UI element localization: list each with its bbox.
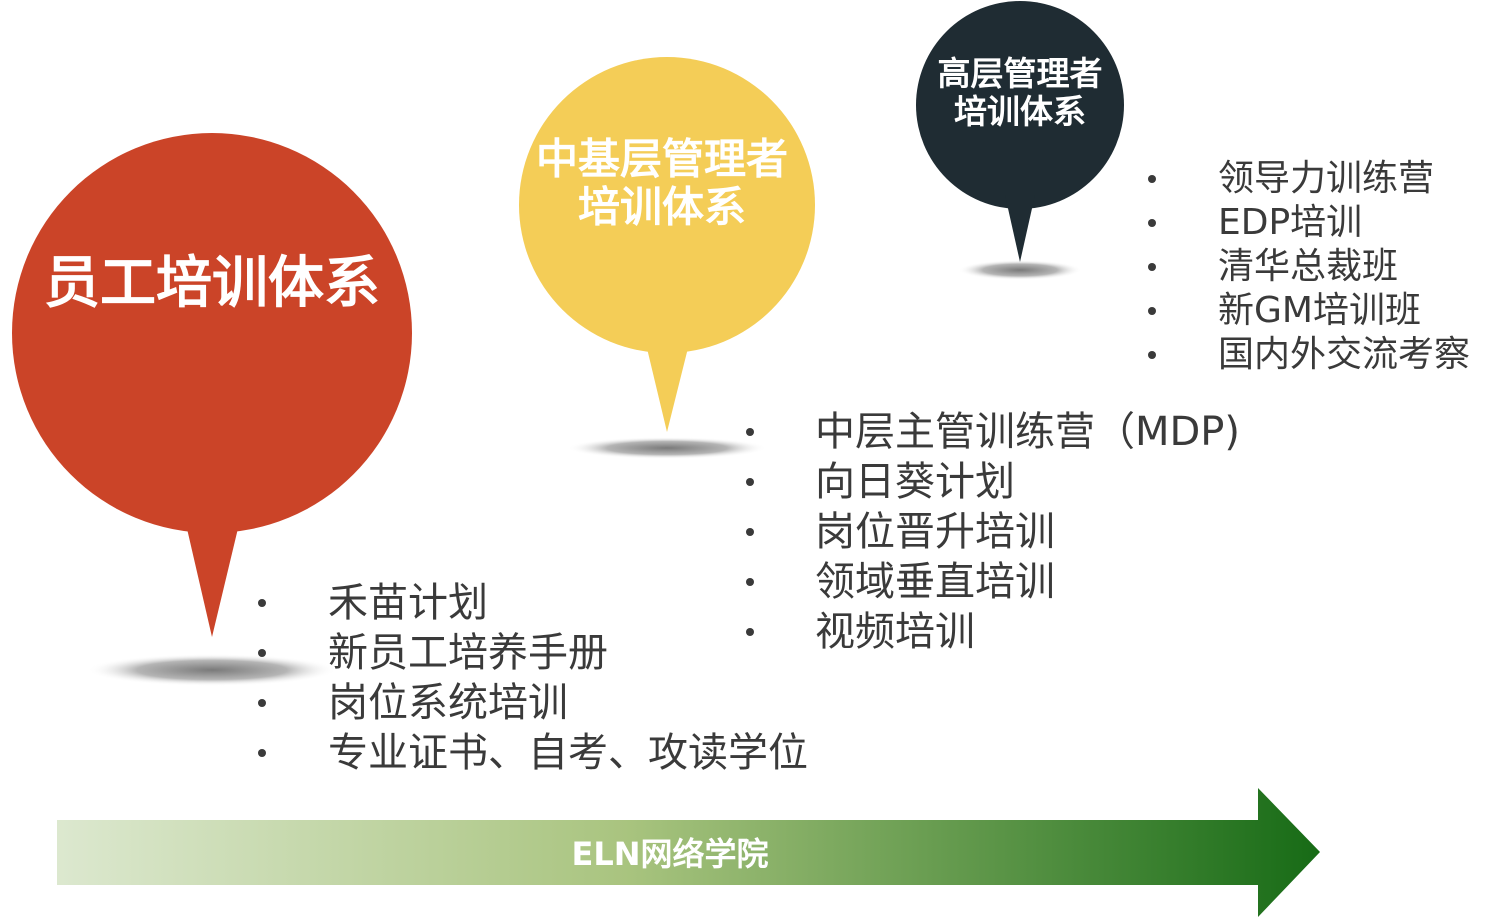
middle-manager-training-list: 中层主管训练营（MDP) 向日葵计划 岗位晋升培训 领域垂直培训 视频培训 [746, 407, 1241, 657]
list-item: 视频培训 [746, 607, 1240, 657]
bullet-icon [746, 528, 754, 536]
bullet-icon [746, 578, 754, 586]
middle-pin-shadow [567, 437, 767, 459]
employee-pin [12, 133, 412, 637]
senior-pin [916, 1, 1124, 262]
employee-pin-title: 员工培训体系 [44, 250, 380, 316]
list-item: 国内外交流考察 [1148, 333, 1471, 377]
item-label: 清华总裁班 [1218, 246, 1399, 287]
item-label: 中层主管训练营（MDP) [815, 409, 1241, 455]
bullet-icon [1148, 219, 1156, 227]
bullet-icon [258, 699, 266, 707]
item-label: 禾苗计划 [328, 580, 488, 626]
senior-pin-title: 高层管理者 培训体系 [938, 55, 1103, 131]
item-label: 岗位系统培训 [328, 680, 568, 726]
title-line: 培训体系 [954, 92, 1086, 131]
list-item: 领导力训练营 [1148, 157, 1470, 201]
list-item: 领域垂直培训 [746, 557, 1240, 607]
arrow-label: ELN网络学院 [571, 835, 769, 873]
item-label: 国内外交流考察 [1218, 334, 1471, 375]
middle-pin-title: 中基层管理者 培训体系 [535, 134, 789, 233]
list-item: EDP培训 [1148, 201, 1470, 245]
bullet-icon [258, 599, 266, 607]
employee-training-list: 禾苗计划 新员工培养手册 岗位系统培训 专业证书、自考、攻读学位 [258, 578, 808, 778]
middle-pin [519, 57, 815, 432]
bullet-icon [1148, 351, 1156, 359]
title-line: 中基层管理者 [535, 134, 789, 184]
item-label: 新员工培养手册 [328, 630, 608, 676]
title-line: 员工培训体系 [44, 250, 380, 316]
item-label: 领导力训练营 [1218, 158, 1435, 199]
item-label: 岗位晋升培训 [815, 509, 1055, 555]
timeline-arrow [57, 788, 1320, 917]
bullet-icon [746, 478, 754, 486]
item-label: EDP培训 [1218, 202, 1363, 243]
senior-manager-training-list: 领导力训练营 EDP培训 清华总裁班 新GM培训班 国内外交流考察 [1148, 157, 1471, 377]
employee-pin-shadow [87, 654, 337, 686]
list-item: 禾苗计划 [258, 578, 808, 628]
bullet-icon [258, 649, 266, 657]
item-label: 视频培训 [815, 609, 975, 655]
bullet-icon [1148, 175, 1156, 183]
bullet-icon [746, 628, 754, 636]
list-item: 专业证书、自考、攻读学位 [258, 728, 808, 778]
item-label: 向日葵计划 [815, 459, 1015, 505]
bullet-icon [746, 428, 754, 436]
item-label: 新GM培训班 [1218, 290, 1421, 331]
title-line: 高层管理者 [937, 54, 1103, 94]
list-item: 新员工培养手册 [258, 628, 808, 678]
item-label: 领域垂直培训 [815, 559, 1055, 605]
bullet-icon [258, 749, 266, 757]
item-label: 专业证书、自考、攻读学位 [328, 730, 808, 776]
list-item: 中层主管训练营（MDP) [746, 407, 1241, 457]
list-item: 岗位晋升培训 [746, 507, 1240, 557]
list-item: 清华总裁班 [1148, 245, 1470, 289]
list-item: 岗位系统培训 [258, 678, 808, 728]
bullet-icon [1148, 263, 1156, 271]
senior-pin-shadow [958, 260, 1082, 280]
list-item: 向日葵计划 [746, 457, 1240, 507]
title-line: 培训体系 [577, 183, 747, 232]
bullet-icon [1148, 307, 1156, 315]
list-item: 新GM培训班 [1148, 289, 1470, 333]
